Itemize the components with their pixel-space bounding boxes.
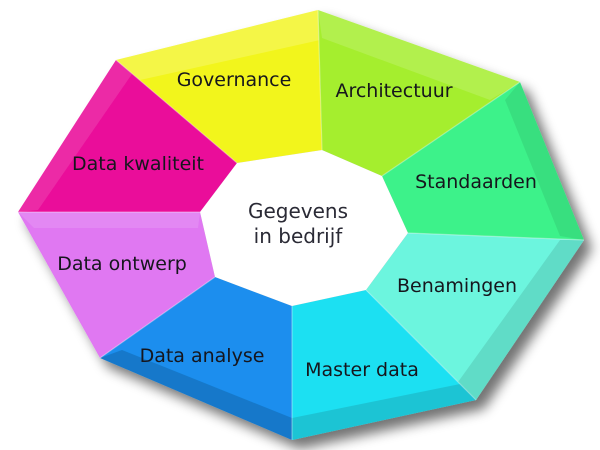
segment-data-analyse[interactable]: Data analyse [100,277,292,440]
segment-benamingen-shade [458,240,584,400]
segment-data-ontwerp-label: Data ontwerp [57,253,187,275]
segment-data-kwaliteit-shade [18,60,132,212]
segment-standaarden-label: Standaarden [415,171,537,193]
segment-standaarden[interactable]: Standaarden [382,82,584,240]
segment-governance[interactable]: Governance [116,10,322,163]
segment-data-analyse-label: Data analyse [140,345,265,367]
segment-architectuur-label: Architectuur [335,80,452,102]
center-label-line2: in bedrijf [254,224,344,248]
segment-data-analyse-shade [100,350,292,440]
segment-benamingen-label: Benamingen [397,275,517,297]
segment-architectuur-shade [318,10,520,100]
segment-data-kwaliteit[interactable]: Data kwaliteit [18,60,237,212]
segment-master-data[interactable]: Master data [292,290,476,440]
segment-master-data-label: Master data [305,359,419,381]
segment-governance-shade [116,10,320,80]
segment-dividers [18,9,585,440]
segment-standaarden-shade [505,82,584,240]
ring-segments: Governance Architectuur Standaarden Bena… [18,10,584,440]
segment-data-kwaliteit-shape [18,60,237,212]
segment-data-kwaliteit-label: Data kwaliteit [72,153,204,175]
segment-data-ontwerp-shade [18,212,200,228]
segment-data-ontwerp[interactable]: Data ontwerp [18,212,215,358]
segment-benamingen[interactable]: Benamingen [366,233,584,400]
center-hole-inner-shadow [200,150,408,306]
segment-architectuur[interactable]: Architectuur [318,10,520,176]
segment-benamingen-shape [366,233,584,400]
segment-governance-label: Governance [177,69,292,91]
segment-master-data-shade [292,384,476,440]
segment-data-ontwerp-shape [18,212,215,358]
center-label-line1: Gegevens [248,199,348,223]
